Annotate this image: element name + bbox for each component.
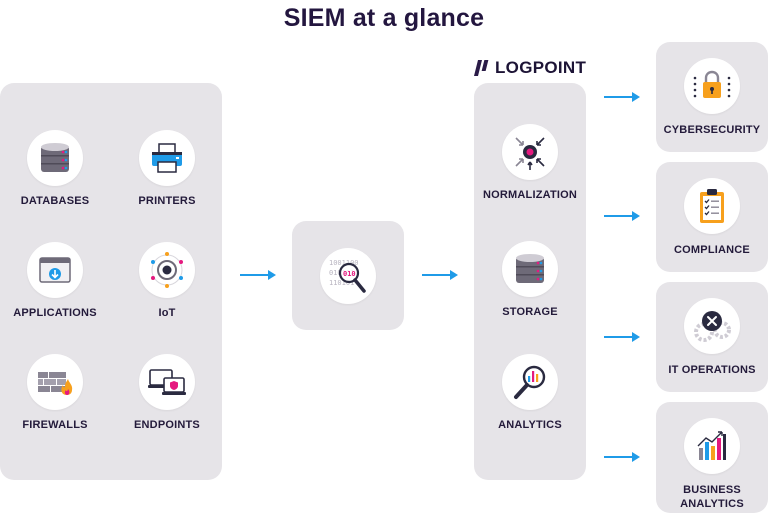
endpoint-laptop-icon bbox=[139, 354, 195, 410]
source-label: IoT bbox=[158, 307, 176, 319]
iot-network-icon bbox=[139, 242, 195, 298]
database-icon bbox=[27, 130, 83, 186]
binary-line: 110101 bbox=[329, 279, 354, 287]
outcome-label: CYBERSECURITY bbox=[663, 124, 761, 136]
binary-line: 1001100 bbox=[329, 259, 359, 267]
outcome-business-analytics: BUSINESS ANALYTICS bbox=[656, 402, 768, 513]
process-label: NORMALIZATION bbox=[482, 189, 578, 201]
page-title: SIEM at a glance bbox=[283, 4, 485, 32]
flow-arrow bbox=[604, 452, 640, 462]
outcome-label: BUSINESS ANALYTICS bbox=[680, 484, 744, 510]
source-label: FIREWALLS bbox=[22, 419, 88, 431]
outcome-it-operations: IT OPERATIONS bbox=[656, 282, 768, 392]
source-databases: DATABASES bbox=[0, 130, 110, 208]
source-applications: APPLICATIONS bbox=[0, 242, 110, 320]
outcome-cybersecurity: CYBERSECURITY bbox=[656, 42, 768, 152]
source-endpoints: ENDPOINTS bbox=[112, 354, 222, 432]
process-label: STORAGE bbox=[502, 306, 558, 318]
storage-icon bbox=[502, 241, 558, 297]
outcome-label: IT OPERATIONS bbox=[668, 364, 756, 376]
source-iot: IoT bbox=[112, 242, 222, 320]
outcome-compliance: COMPLIANCE bbox=[656, 162, 768, 272]
source-label: DATABASES bbox=[20, 195, 90, 207]
source-label: APPLICATIONS bbox=[13, 307, 97, 319]
normalization-icon bbox=[502, 124, 558, 180]
logo-text: LOGPOINT bbox=[495, 58, 587, 77]
flow-arrow bbox=[240, 270, 276, 280]
flow-arrow bbox=[604, 211, 640, 221]
outcome-label: COMPLIANCE bbox=[674, 244, 750, 256]
application-window-icon bbox=[27, 242, 83, 298]
flow-arrow bbox=[604, 92, 640, 102]
source-label: ENDPOINTS bbox=[134, 419, 200, 431]
svg-text:010: 010 bbox=[343, 270, 356, 278]
logpoint-logo: LOGPOINT bbox=[474, 58, 586, 78]
clipboard-checklist-icon bbox=[684, 178, 740, 234]
flow-arrow bbox=[422, 270, 458, 280]
source-firewalls: FIREWALLS bbox=[0, 354, 110, 432]
process-analytics: ANALYTICS bbox=[475, 354, 585, 432]
printer-icon bbox=[139, 130, 195, 186]
process-storage: STORAGE bbox=[475, 241, 585, 319]
process-normalization: NORMALIZATION bbox=[475, 124, 585, 202]
gears-icon bbox=[684, 298, 740, 354]
process-label: ANALYTICS bbox=[498, 419, 562, 431]
firewall-icon bbox=[27, 354, 83, 410]
source-label: PRINTERS bbox=[138, 195, 196, 207]
flow-arrow bbox=[604, 332, 640, 342]
analytics-magnifier-icon bbox=[502, 354, 558, 410]
bar-chart-icon bbox=[684, 418, 740, 474]
padlock-icon bbox=[684, 58, 740, 114]
source-printers: PRINTERS bbox=[112, 130, 222, 208]
logpoint-logo-mark-icon bbox=[474, 60, 490, 76]
